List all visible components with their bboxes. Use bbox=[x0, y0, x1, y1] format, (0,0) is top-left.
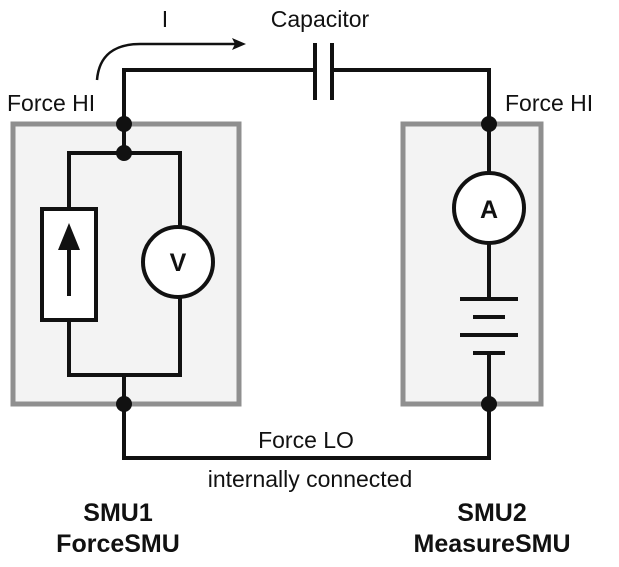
smu2-role: MeasureSMU bbox=[414, 530, 571, 558]
smu2-name: SMU2 bbox=[457, 499, 526, 527]
battery-icon bbox=[460, 297, 518, 355]
node-smu1-force-lo bbox=[116, 396, 132, 412]
voltmeter-symbol: V bbox=[170, 249, 187, 277]
wire-force-hi-right bbox=[332, 68, 491, 124]
node-smu1-inner-top bbox=[116, 145, 132, 161]
smu1-name: SMU1 bbox=[83, 499, 153, 527]
current-source-icon bbox=[40, 207, 98, 322]
lo-connection-note: internally connected bbox=[208, 466, 413, 492]
smu2-force-hi-label: Force HI bbox=[505, 90, 593, 116]
capacitor-label: Capacitor bbox=[271, 6, 370, 32]
smu1-role: ForceSMU bbox=[56, 530, 180, 558]
smu1-force-hi-label: Force HI bbox=[7, 90, 95, 116]
force-lo-label: Force LO bbox=[258, 427, 354, 453]
smu2-enclosure bbox=[400, 121, 544, 407]
ammeter-symbol: A bbox=[480, 196, 498, 224]
node-smu1-force-hi bbox=[116, 116, 132, 132]
current-label: I bbox=[162, 6, 168, 32]
wire-force-lo bbox=[122, 404, 491, 460]
voltmeter-icon: V bbox=[141, 225, 215, 299]
wire-force-hi-left bbox=[122, 68, 314, 124]
node-smu2-force-hi bbox=[481, 116, 497, 132]
node-smu2-force-lo bbox=[481, 396, 497, 412]
ammeter-icon: A bbox=[452, 171, 526, 245]
capacitor-symbol bbox=[313, 43, 334, 100]
current-arrow-icon bbox=[95, 38, 246, 81]
